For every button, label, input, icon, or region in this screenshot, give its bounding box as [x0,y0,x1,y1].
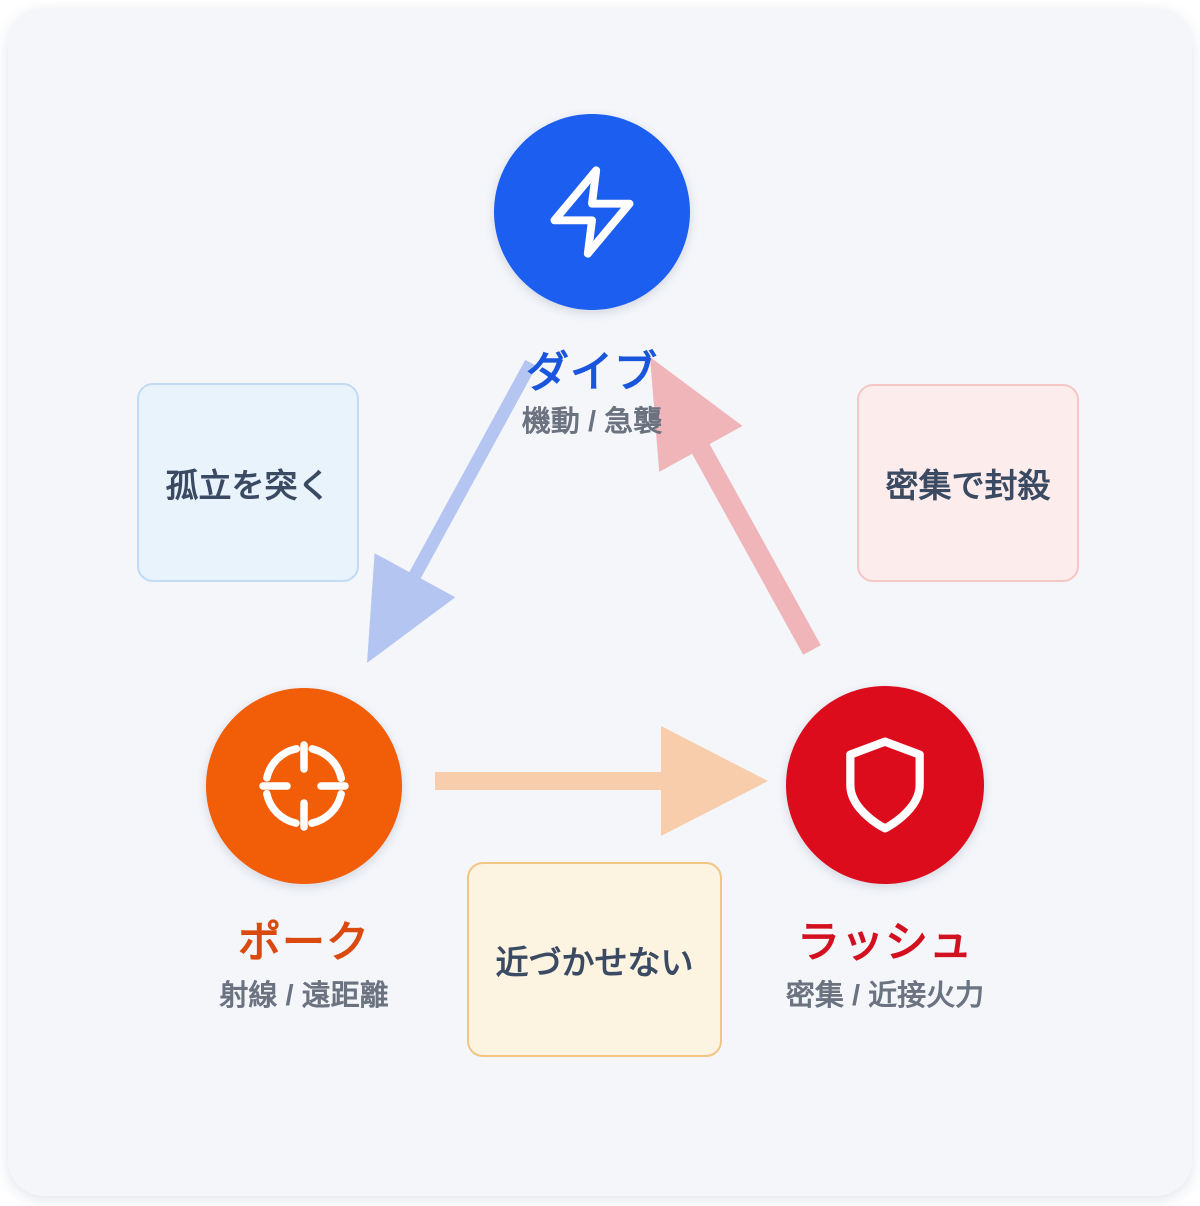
rush-node-circle [786,686,984,884]
poke-node-title: ポーク [238,919,370,967]
poke-node-circle [206,688,402,884]
crosshair-icon [254,736,354,836]
dive-node-title: ダイブ [526,349,658,397]
edge-label-rush-to-dive: 密集で封殺 [857,384,1079,582]
shield-icon [833,733,937,837]
dive-node-subtitle: 機動 / 急襲 [521,406,663,438]
dive-node-circle [494,114,690,310]
rush-node-title: ラッシュ [797,919,973,967]
edge-label-dive-to-poke: 孤立を突く [137,383,359,582]
edge-label-text: 密集で封殺 [885,467,1051,504]
rush-node-subtitle: 密集 / 近接火力 [785,980,985,1012]
edge-label-text: 孤立を突く [165,466,331,504]
poke-node-subtitle: 射線 / 遠距離 [219,980,389,1012]
lightning-bolt-icon [542,162,642,262]
edge-label-poke-to-rush: 近づかせない [467,862,722,1057]
edge-label-text: 近づかせない [495,943,694,981]
